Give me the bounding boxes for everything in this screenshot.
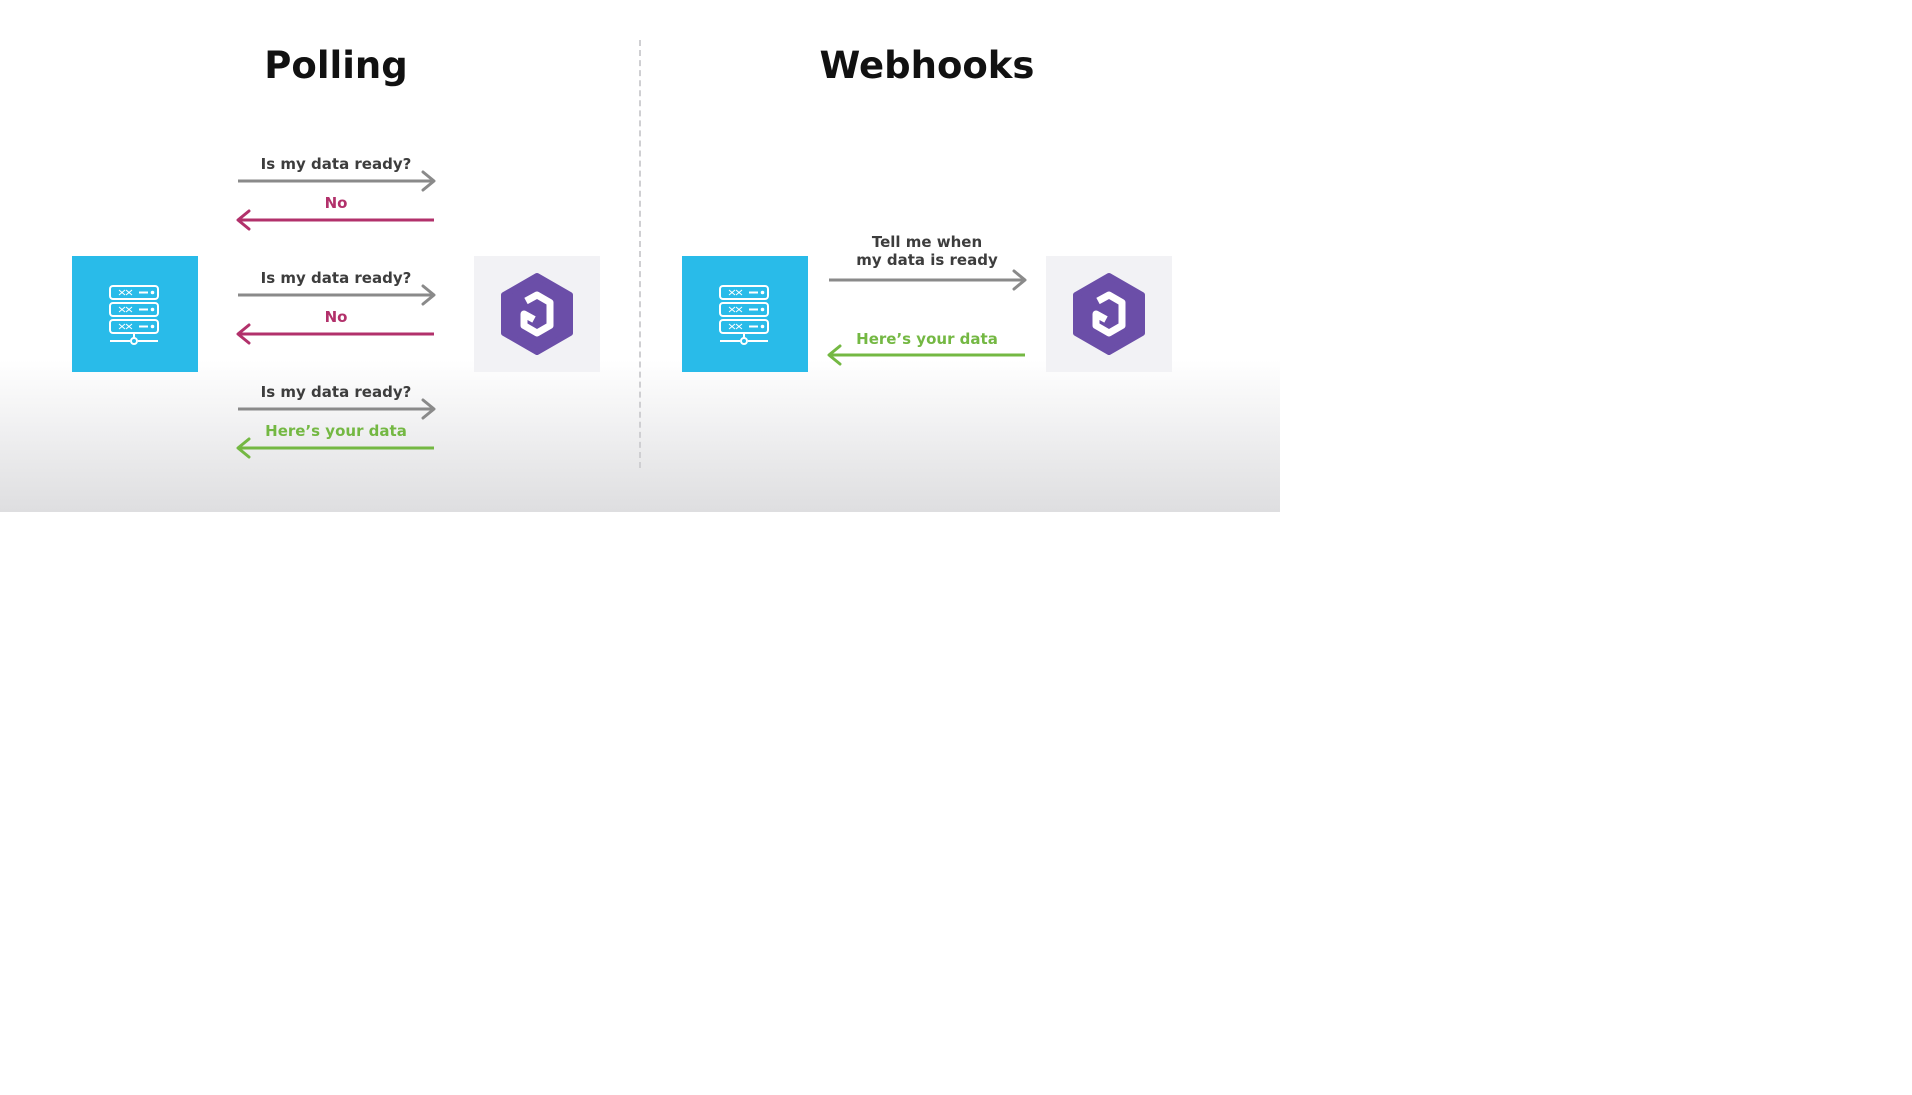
polling-message-label: Is my data ready?	[260, 383, 412, 401]
polling-message-arrow	[236, 209, 436, 231]
arrow-left-icon	[236, 437, 434, 459]
polling-message-arrow	[236, 284, 436, 306]
arrow-head	[421, 170, 436, 192]
polling-client-server-tile	[72, 256, 198, 372]
arrow-head	[236, 437, 251, 459]
diagram-canvas: Polling Webhooks	[0, 0, 1280, 512]
arrow-head	[1012, 269, 1027, 291]
webhooks-message-label: Tell me when my data is ready	[856, 233, 998, 269]
polling-message-arrow	[236, 437, 436, 459]
polling-message-arrow	[236, 170, 436, 192]
arrow-right-icon	[238, 284, 436, 306]
server-icon	[719, 285, 769, 345]
webhooks-client-server-tile	[682, 256, 808, 372]
arrow-right-icon	[238, 170, 436, 192]
arrow-right-icon	[829, 269, 1027, 291]
arrow-head	[236, 323, 251, 345]
polling-service-logo-tile	[474, 256, 600, 372]
polling-message-arrow	[236, 398, 436, 420]
arrow-head	[236, 209, 251, 231]
polling-message-arrow	[236, 323, 436, 345]
webhooks-message-arrow	[827, 344, 1027, 366]
arrow-right-icon	[238, 398, 436, 420]
webhooks-service-logo-tile	[1046, 256, 1172, 372]
webhooks-title: Webhooks	[819, 44, 1035, 87]
webhooks-message-label: Here’s your data	[856, 330, 998, 348]
polling-message-label: No	[324, 194, 348, 212]
hexagon-logo-icon	[501, 273, 573, 355]
arrow-left-icon	[827, 344, 1025, 366]
webhooks-message-arrow	[827, 269, 1027, 291]
arrow-head	[421, 284, 436, 306]
arrow-head	[827, 344, 842, 366]
polling-message-label: Here’s your data	[265, 422, 407, 440]
polling-message-label: Is my data ready?	[260, 155, 412, 173]
arrow-left-icon	[236, 323, 434, 345]
polling-title: Polling	[264, 44, 408, 87]
server-icon	[109, 285, 159, 345]
section-divider	[639, 40, 641, 468]
hexagon-logo-icon	[1073, 273, 1145, 355]
arrow-head	[421, 398, 436, 420]
arrow-left-icon	[236, 209, 434, 231]
polling-message-label: No	[324, 308, 348, 326]
polling-message-label: Is my data ready?	[260, 269, 412, 287]
